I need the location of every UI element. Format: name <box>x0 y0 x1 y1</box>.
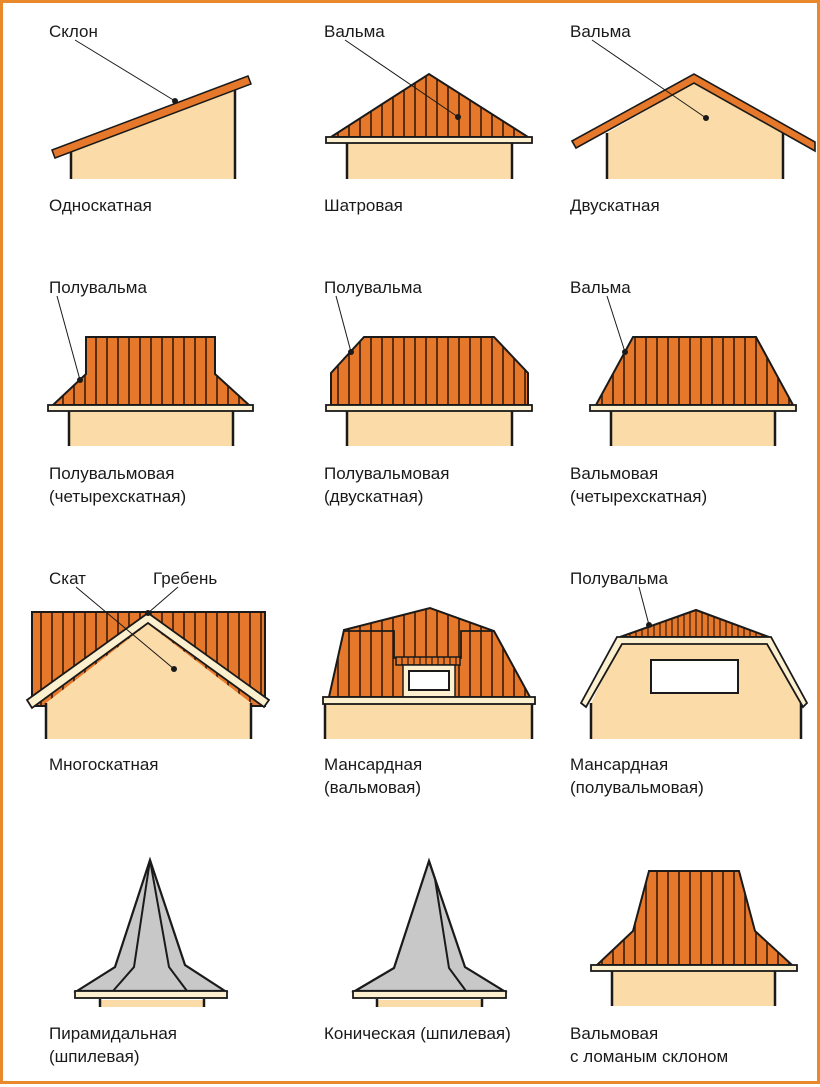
panel-hip-broken-slope: Вальмовая с ломаным склоном <box>570 870 798 1066</box>
panel-conical-spire: Коническая (шпилевая) <box>324 857 511 1043</box>
panel-pyramidal-spire: Пирамидальная (шпилевая) <box>49 856 229 1066</box>
caption: Односкатная <box>49 196 152 215</box>
caption: Вальмовая <box>570 464 658 483</box>
callout-dot-slope <box>171 666 177 672</box>
caption: Коническая (шпилевая) <box>324 1024 511 1043</box>
callout-label: Вальма <box>570 22 631 41</box>
eave <box>47 404 254 412</box>
caption: (четырехскатная) <box>570 487 707 506</box>
caption: Двускатная <box>570 196 660 215</box>
caption: Полувальмовая <box>324 464 449 483</box>
callout-label: Вальма <box>570 278 631 297</box>
spire <box>350 857 508 993</box>
panel-mansard-hip: Мансардная (вальмовая) <box>322 606 536 797</box>
callout-label: Полувальма <box>570 569 668 588</box>
callout-leader <box>56 295 81 381</box>
roof <box>594 336 795 406</box>
spire-rib <box>149 859 188 992</box>
dormer-window <box>408 670 450 691</box>
panel-half-hip-gable: Полувальма Полувальмовая (двускатная) <box>324 278 533 506</box>
wall <box>377 1000 482 1007</box>
gable-wall <box>46 624 251 739</box>
gable-wall <box>607 83 783 179</box>
caption: с ломаным склоном <box>570 1047 728 1066</box>
eave <box>352 990 507 999</box>
callout-label: Вальма <box>324 22 385 41</box>
callout-leader <box>74 39 176 102</box>
wall <box>71 86 235 179</box>
caption: (вальмовая) <box>324 778 421 797</box>
caption: (двускатная) <box>324 487 423 506</box>
callout-leader <box>638 586 650 626</box>
callout-dot <box>622 349 628 355</box>
caption: (четырехскатная) <box>49 487 186 506</box>
wall <box>612 971 775 1006</box>
panel-hip-four-slope: Вальма Вальмовая (четырехскатная) <box>570 278 797 506</box>
eave <box>589 404 797 412</box>
eave <box>325 404 533 412</box>
callout-label: Полувальма <box>324 278 422 297</box>
wall <box>347 411 512 446</box>
spire-rib <box>428 860 467 992</box>
half-hip-roof <box>619 608 770 638</box>
roof <box>50 336 252 406</box>
wall <box>325 704 532 739</box>
window <box>650 659 739 694</box>
caption: (полувальмовая) <box>570 778 704 797</box>
callout-label: Полувальма <box>49 278 147 297</box>
callout-leader <box>606 295 626 353</box>
panel-tent: Вальма Шатровая <box>324 22 533 215</box>
mansard-trim <box>579 636 809 709</box>
callout-leader-ridge <box>147 586 179 614</box>
caption: Вальмовая <box>570 1024 658 1043</box>
roof-slope <box>51 75 252 159</box>
wall <box>69 411 233 446</box>
callout-dot <box>703 115 709 121</box>
eave <box>590 964 798 972</box>
callout-label-slope: Скат <box>49 569 86 588</box>
eave <box>74 990 228 999</box>
callout-label: Склон <box>49 22 98 41</box>
wall <box>100 1000 204 1007</box>
eave <box>325 136 533 144</box>
panel-multi-slope: Скат Гребень Многоскатная <box>25 569 271 774</box>
panel-gable: Вальма Двускатная <box>570 22 816 215</box>
callout-dot <box>455 114 461 120</box>
eave <box>322 696 536 705</box>
callout-dot <box>172 98 178 104</box>
caption: Пирамидальная <box>49 1024 177 1043</box>
callout-dot <box>348 349 354 355</box>
callout-leader-slope <box>75 586 175 670</box>
roof-gable <box>570 73 816 153</box>
caption: Мансардная <box>324 755 422 774</box>
roof-types-diagram: Склон Односкатная Вальма Шатровая Вальма… <box>25 22 816 1066</box>
callout-dot <box>646 622 652 628</box>
roof <box>330 336 529 406</box>
roof-hip <box>327 72 532 138</box>
caption: Полувальмовая <box>49 464 174 483</box>
panel-half-hip-four-slope: Полувальма Полувальмовая (четырехскатная… <box>47 278 254 506</box>
caption: Многоскатная <box>49 755 159 774</box>
callout-leader <box>591 39 707 119</box>
caption: (шпилевая) <box>49 1047 140 1066</box>
spire-rib <box>112 859 151 992</box>
panel-single-pitch: Склон Односкатная <box>49 22 252 215</box>
caption: Мансардная <box>570 755 668 774</box>
callout-dot-ridge <box>145 610 151 616</box>
callout-dot <box>77 377 83 383</box>
wall <box>347 143 512 179</box>
panel-mansard-half-hip: Полувальма Мансардная (полувальмовая) <box>570 569 809 797</box>
wall <box>611 411 775 446</box>
caption: Шатровая <box>324 196 403 215</box>
callout-label-ridge: Гребень <box>153 569 217 588</box>
callout-leader <box>344 39 459 118</box>
roof <box>594 870 795 966</box>
callout-leader <box>335 295 352 353</box>
spire <box>73 856 229 993</box>
dormer-roof <box>395 656 461 666</box>
